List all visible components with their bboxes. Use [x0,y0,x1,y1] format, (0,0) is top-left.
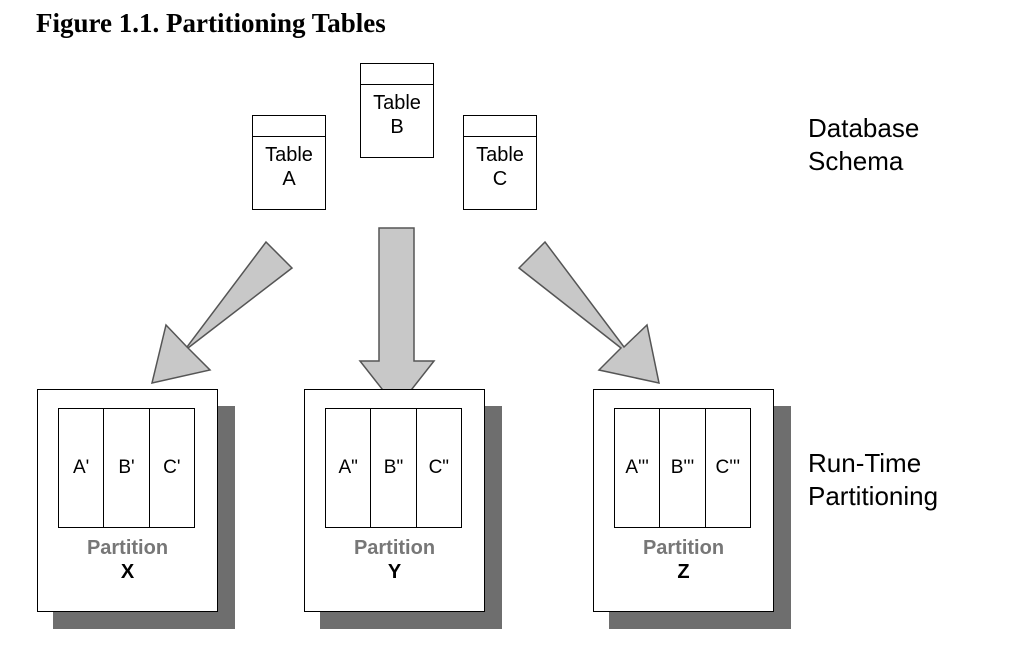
arrow-a-to-x [150,240,294,384]
table-b: Table B [360,63,434,158]
table-a-label: Table [265,144,313,166]
arrow-b-to-y [358,227,436,410]
table-a-header [253,116,325,137]
partition-z-columns: A''' B''' C''' [614,408,751,528]
table-c: Table C [463,115,537,210]
partition-z-col-b: B''' [660,409,706,527]
partition-z-col-a: A''' [615,409,661,527]
partition-y-col-a: A" [326,409,372,527]
run-time-partitioning-label: Run-Time Partitioning [808,448,939,511]
table-c-header [464,116,536,137]
table-c-label: Table [476,144,524,166]
table-b-letter: B [390,116,404,138]
table-b-header [361,64,433,85]
partition-z-col-c: C''' [715,457,741,478]
figure-title: Figure 1.1. Partitioning Tables [36,8,386,38]
partition-x-name: X [120,561,135,583]
partition-y-label: Partition Y [305,536,484,584]
partition-x-col-a: A' [59,409,105,527]
partition-y-name: Y [387,561,402,583]
arrow-c-to-z [517,240,660,384]
table-a: Table A [252,115,326,210]
table-c-letter: C [492,168,508,190]
partition-x-label: Partition X [38,536,217,584]
partition-y-columns: A" B" C" [325,408,462,528]
partition-x-col-b: B' [104,409,150,527]
partition-y: A" B" C" Partition Y [304,389,485,612]
partition-x: A' B' C' Partition X [37,389,218,612]
partition-x-col-c: C' [163,457,181,478]
database-schema-label: Database Schema [808,113,920,176]
partition-y-col-c: C" [428,457,450,478]
table-a-letter: A [282,168,296,190]
partition-z-name: Z [677,561,690,583]
partition-z-label: Partition Z [594,536,773,584]
partition-y-col-b: B" [371,409,417,527]
table-b-label: Table [373,92,421,114]
partition-x-columns: A' B' C' [58,408,195,528]
partition-z: A''' B''' C''' Partition Z [593,389,774,612]
